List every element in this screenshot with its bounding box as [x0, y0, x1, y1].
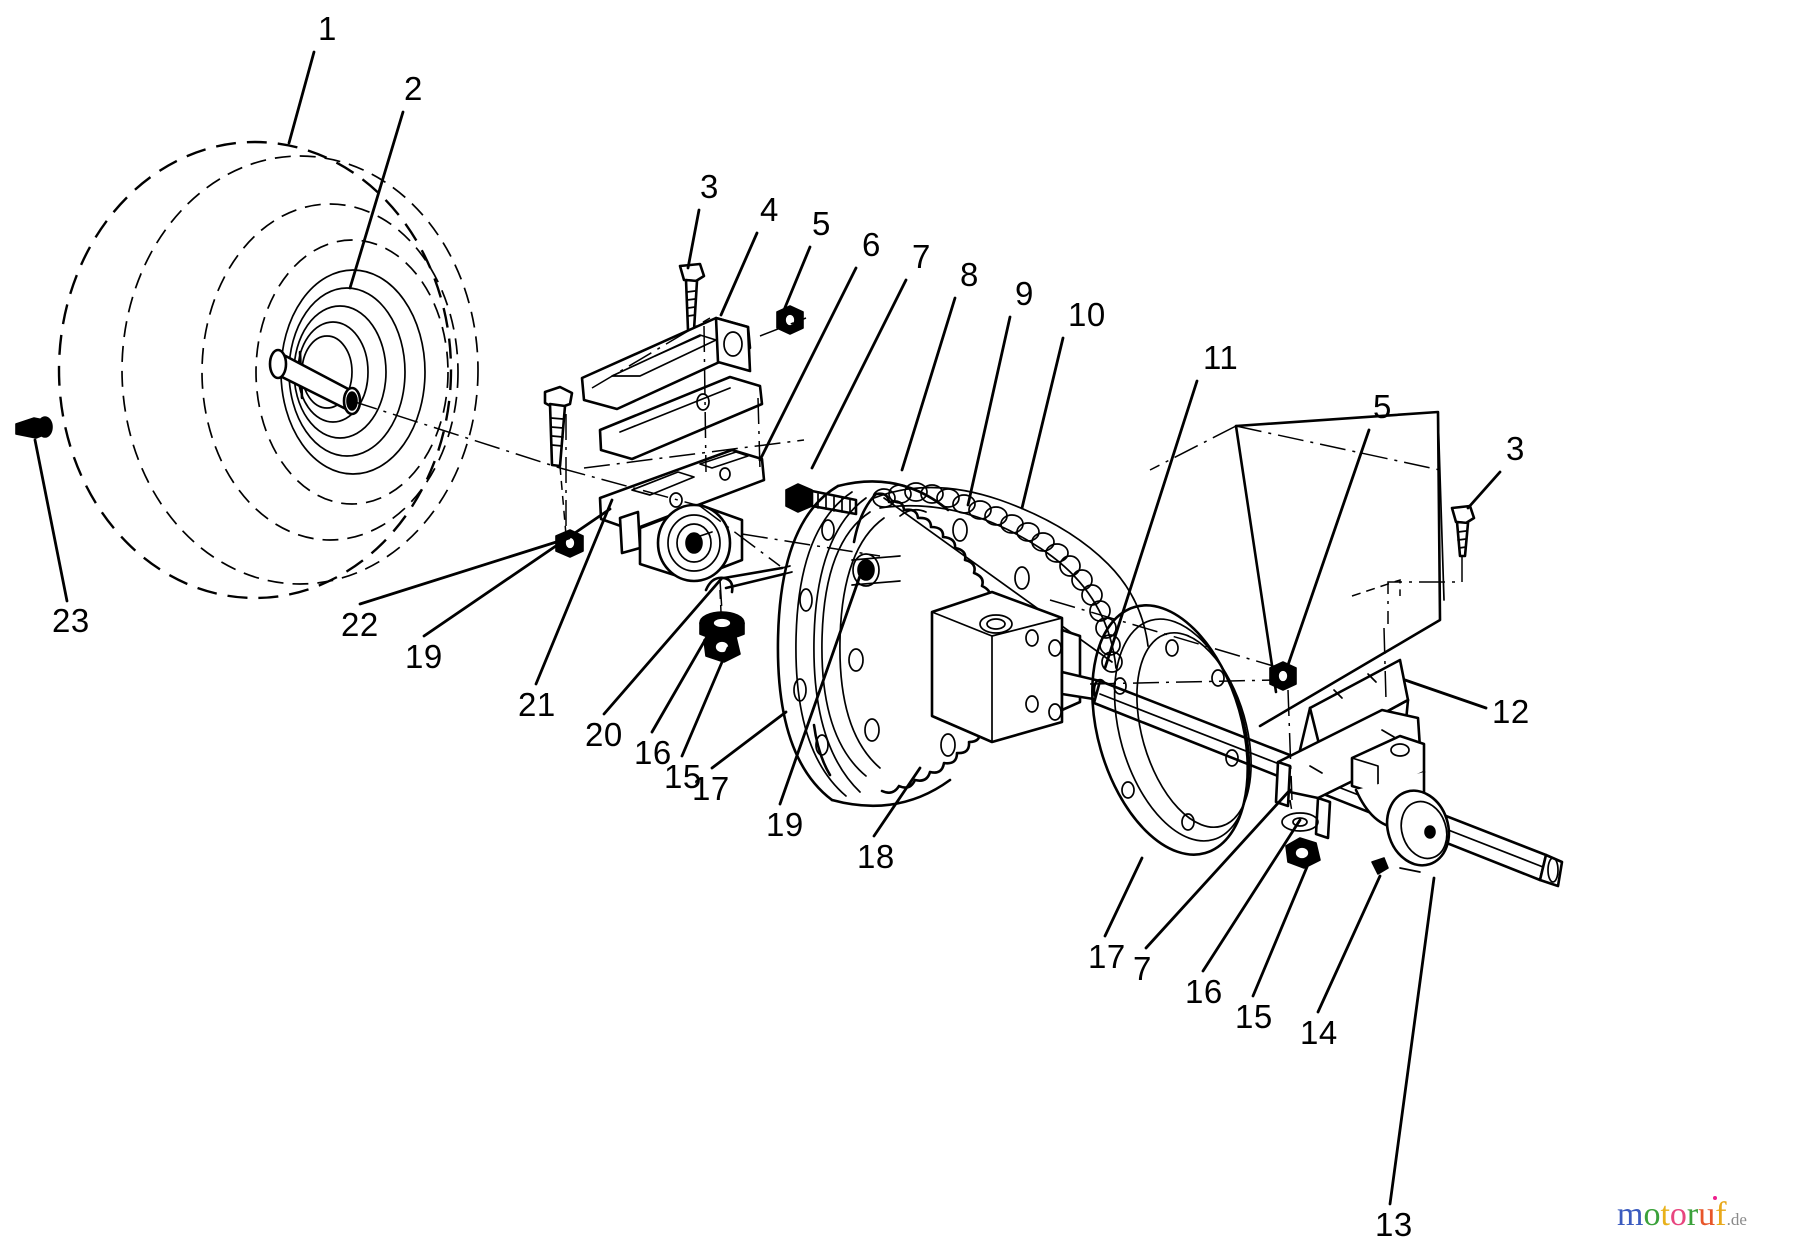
tire-and-wheel-assembly [57, 140, 479, 600]
bearing-mount-plate-part-21 [598, 448, 766, 583]
spacer-bar-part-22 [598, 375, 764, 461]
callout-16-left: 16 [634, 734, 672, 771]
callout-3-right: 3 [1506, 430, 1525, 467]
callout-9: 9 [1015, 275, 1034, 312]
callout-22: 22 [341, 606, 379, 643]
callout-11: 11 [1203, 339, 1239, 376]
carriage-bolt-part-3-right [1387, 504, 1476, 624]
motoruf-watermark: motoruf.de [1617, 1196, 1747, 1233]
watermark-letter-o1: o [1643, 1196, 1661, 1233]
callout-7-right: 7 [1133, 950, 1152, 987]
callout-19-mid: 19 [766, 806, 804, 843]
callout-17-right: 17 [1088, 938, 1126, 975]
callout-20: 20 [585, 716, 623, 753]
callout-14: 14 [1300, 1014, 1338, 1051]
callout-leader-lines [33, 50, 1502, 1206]
bearing-strap-part-12 [1274, 708, 1422, 840]
callout-2: 2 [404, 70, 423, 107]
callout-5-upper: 5 [812, 205, 831, 242]
drive-chain-part-10 [872, 482, 1149, 673]
callout-5-right: 5 [1373, 388, 1392, 425]
callout-12: 12 [1492, 693, 1530, 730]
callout-3-upper: 3 [700, 168, 719, 205]
cotter-pin-part-20 [704, 565, 793, 594]
brake-disc-part-17-left [776, 480, 952, 808]
hardware-stack-right-hub [1281, 799, 1321, 869]
callout-16-right: 16 [1185, 973, 1223, 1010]
callout-13: 13 [1375, 1206, 1413, 1243]
lock-nut-part-5-right [1269, 661, 1297, 691]
watermark-letter-t: t [1660, 1196, 1670, 1233]
callout-15-right: 15 [1235, 998, 1273, 1035]
callout-23: 23 [52, 602, 90, 639]
carriage-bolt-part-3-upper [678, 262, 706, 332]
watermark-letter-f: f [1715, 1196, 1727, 1233]
callout-4: 4 [760, 191, 779, 228]
callout-15-left: 15 [664, 758, 702, 795]
watermark-letter-o2: o [1669, 1196, 1687, 1233]
retaining-pin-part-13 [1371, 857, 1389, 875]
hex-bolt-part-19-left [543, 385, 584, 558]
watermark-letter-r: r [1686, 1196, 1699, 1233]
callout-18: 18 [857, 838, 895, 875]
callout-19-left: 19 [405, 638, 443, 675]
callout-7-upper: 7 [912, 238, 931, 275]
callout-17-left: 17 [692, 770, 730, 807]
flange-bearing-part-14 [1350, 734, 1451, 873]
watermark-dot-icon [1712, 1196, 1717, 1200]
watermark-suffix: .de [1726, 1210, 1747, 1229]
brake-disc-part-17-right [1091, 604, 1252, 856]
watermark-letter-u: u [1698, 1196, 1716, 1233]
callout-6: 6 [862, 226, 881, 263]
watermark-letter-m: m [1617, 1196, 1644, 1233]
lock-nut-part-5-upper [776, 305, 804, 335]
callout-10: 10 [1068, 296, 1106, 333]
callout-8: 8 [960, 256, 979, 293]
grease-fitting-part-23 [15, 416, 53, 439]
shim-strip-part-4 [580, 316, 752, 411]
callout-21: 21 [518, 686, 556, 723]
callout-1: 1 [318, 10, 337, 47]
snap-ring-part-8 [899, 508, 927, 517]
transaxle-housing-part-9 [930, 590, 1108, 744]
